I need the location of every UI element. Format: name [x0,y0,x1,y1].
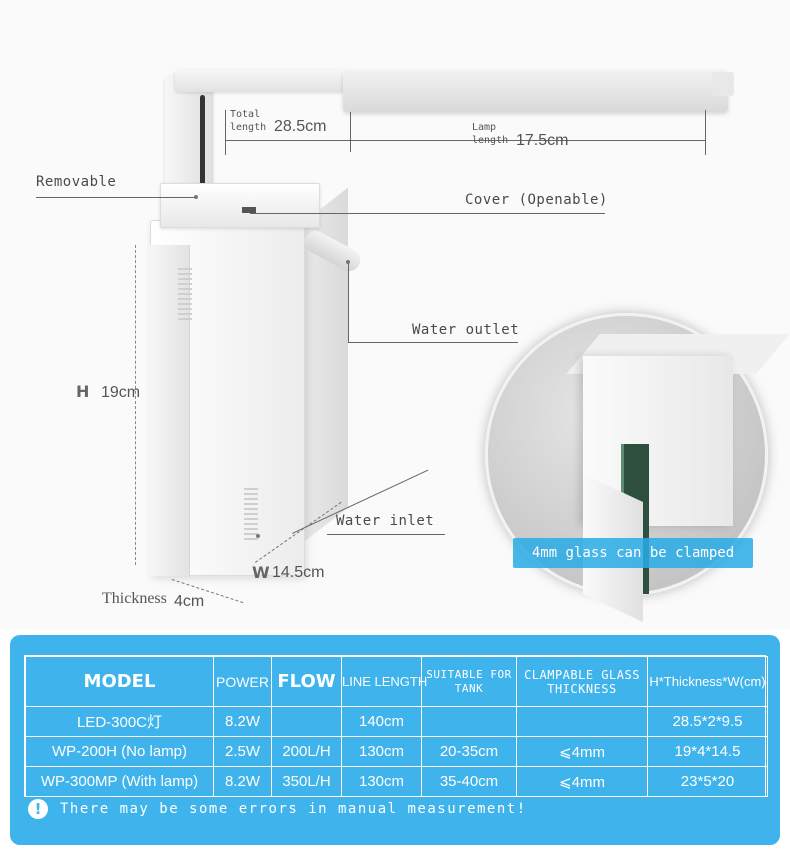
cell-glass [516,706,648,737]
inlet-leader-horizontal [327,534,445,535]
cell-flow: 200L/H [271,736,342,767]
cell-tank [421,706,517,737]
lamp-length-label: Lamp length [472,122,509,146]
header-suitable-tank: SUITABLE FOR TANK [421,656,517,707]
lamp-length-tick-left [350,112,351,152]
header-glass-thickness: CLAMPABLE GLASS THICKNESS [516,656,648,707]
height-dimension-line [135,245,136,565]
measurement-note-text: There may be some errors in manual measu… [60,801,527,817]
water-inlet-label: Water inlet [336,513,435,529]
lamp-length-value: 17.5cm [516,132,569,149]
lamp-head [343,70,728,112]
header-dimensions: H*Thickness*W(cm) [647,656,768,707]
thickness-label: Thickness [102,590,167,607]
spec-header-row: MODEL POWER FLOW LINE LENGTH SUITABLE FO… [25,656,768,707]
clamp-caption: 4mm glass can be clamped [513,538,753,568]
cover-slot [242,207,256,213]
spec-panel: MODEL POWER FLOW LINE LENGTH SUITABLE FO… [10,635,780,845]
total-length-label: Total length [230,109,267,133]
exclamation-icon: ! [28,799,48,819]
cell-glass: ⩽4mm [516,766,648,797]
measurement-note: ! There may be some errors in manual mea… [28,795,768,823]
glass-clamp-detail: 4mm glass can be clamped [485,313,790,622]
power-wire [200,95,205,195]
header-flow: FLOW [271,656,342,707]
cell-dimensions: 23*5*20 [647,766,768,797]
filter-cover [160,183,320,228]
lamp-arm-vertical [165,75,213,195]
header-line-length: LINE LENGTH [341,656,427,707]
height-letter: H [76,382,90,401]
cell-dimensions: 28.5*2*9.5 [647,706,768,737]
outlet-dot [346,260,350,264]
header-power: POWER [213,656,272,707]
cover-leader [250,213,605,214]
removable-leader [36,197,196,198]
thickness-value: 4cm [174,593,205,610]
spec-table: MODEL POWER FLOW LINE LENGTH SUITABLE FO… [25,656,768,797]
product-diagram: Total length 28.5cm Lamp length 17.5cm R… [36,70,790,622]
cell-tank: 35-40cm [421,766,517,797]
cell-line-length: 130cm [341,736,422,767]
lamp-arm-horizontal [175,70,350,92]
total-length-line [225,140,705,141]
removable-dot [194,195,198,199]
spec-table-frame: MODEL POWER FLOW LINE LENGTH SUITABLE FO… [24,655,768,797]
outlet-leader-horizontal [348,342,518,343]
cell-glass: ⩽4mm [516,736,648,767]
vent-grille-bottom [244,488,258,542]
lamp-tip [712,72,734,96]
outlet-leader-vertical [348,262,349,342]
total-length-tick-left [225,110,226,155]
cell-flow [271,706,342,737]
vent-grille-top [178,268,192,322]
cell-model: WP-300MP (With lamp) [25,766,214,797]
cell-dimensions: 19*4*14.5 [647,736,768,767]
cover-label: Cover (Openable) [465,192,608,208]
table-row: WP-200H (No lamp) 2.5W 200L/H 130cm 20-3… [25,736,768,767]
cell-line-length: 130cm [341,766,422,797]
table-row: WP-300MP (With lamp) 8.2W 350L/H 130cm 3… [25,766,768,797]
cell-model: LED-300C灯 [25,706,214,737]
header-model: MODEL [25,656,214,707]
total-length-value: 28.5cm [274,118,327,135]
width-value: 14.5cm [272,564,325,581]
cell-power: 8.2W [213,706,272,737]
cell-flow: 350L/H [271,766,342,797]
cell-power: 2.5W [213,736,272,767]
removable-label: Removable [36,174,117,190]
width-letter: W [252,563,270,582]
total-length-tick-right [705,110,706,155]
table-row: LED-300C灯 8.2W 140cm 28.5*2*9.5 [25,706,768,737]
cell-power: 8.2W [213,766,272,797]
cell-line-length: 140cm [341,706,422,737]
inlet-dot [256,534,260,538]
cell-model: WP-200H (No lamp) [25,736,214,767]
height-value: 19cm [101,384,141,401]
water-outlet-label: Water outlet [412,322,520,338]
cell-tank: 20-35cm [421,736,517,767]
